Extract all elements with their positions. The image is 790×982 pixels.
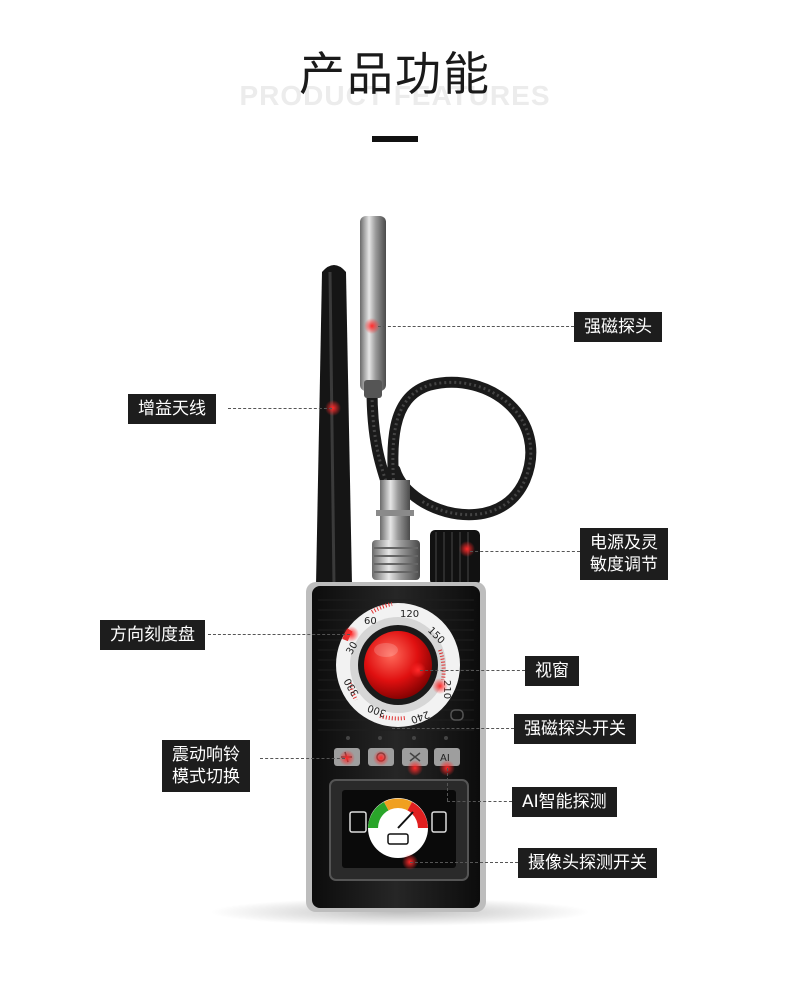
leader-line bbox=[208, 634, 350, 635]
display-screen bbox=[329, 779, 469, 881]
probe-connector bbox=[372, 480, 420, 580]
leader-line bbox=[447, 801, 512, 802]
label-magnetic-probe-switch: 强磁探头开关 bbox=[514, 714, 636, 744]
label-ai-detection: AI智能探测 bbox=[512, 787, 617, 817]
leader-line bbox=[392, 728, 514, 729]
leader-line bbox=[410, 862, 518, 863]
leader-line bbox=[260, 758, 345, 759]
label-gain-antenna: 增益天线 bbox=[128, 394, 216, 424]
gain-antenna bbox=[316, 265, 352, 586]
label-strong-magnetic-probe: 强磁探头 bbox=[574, 312, 662, 342]
view-window bbox=[358, 625, 438, 705]
power-knob bbox=[430, 530, 480, 585]
label-view-window: 视窗 bbox=[525, 656, 579, 686]
leader-line bbox=[470, 551, 580, 552]
label-power-sensitivity: 电源及灵 敏度调节 bbox=[580, 528, 668, 580]
page-subtitle: PRODUCT FEATURES bbox=[239, 80, 551, 111]
leader-line bbox=[420, 670, 525, 671]
ai-button-label: AI bbox=[440, 753, 450, 764]
label-camera-detection-switch: 摄像头探测开关 bbox=[518, 848, 657, 878]
leader-line bbox=[378, 326, 574, 327]
ai-detect-button[interactable] bbox=[434, 748, 460, 766]
page-title: 产品功能 bbox=[299, 47, 491, 101]
label-vibration-ring-mode: 震动响铃 模式切换 bbox=[162, 740, 250, 792]
label-direction-dial: 方向刻度盘 bbox=[100, 620, 205, 650]
dial-tick: 60 bbox=[364, 616, 377, 627]
leader-line bbox=[228, 408, 332, 409]
leader-line bbox=[447, 768, 448, 801]
dial-tick: 120 bbox=[400, 609, 419, 620]
strong-magnetic-probe bbox=[360, 216, 386, 398]
title-underline bbox=[372, 136, 418, 142]
